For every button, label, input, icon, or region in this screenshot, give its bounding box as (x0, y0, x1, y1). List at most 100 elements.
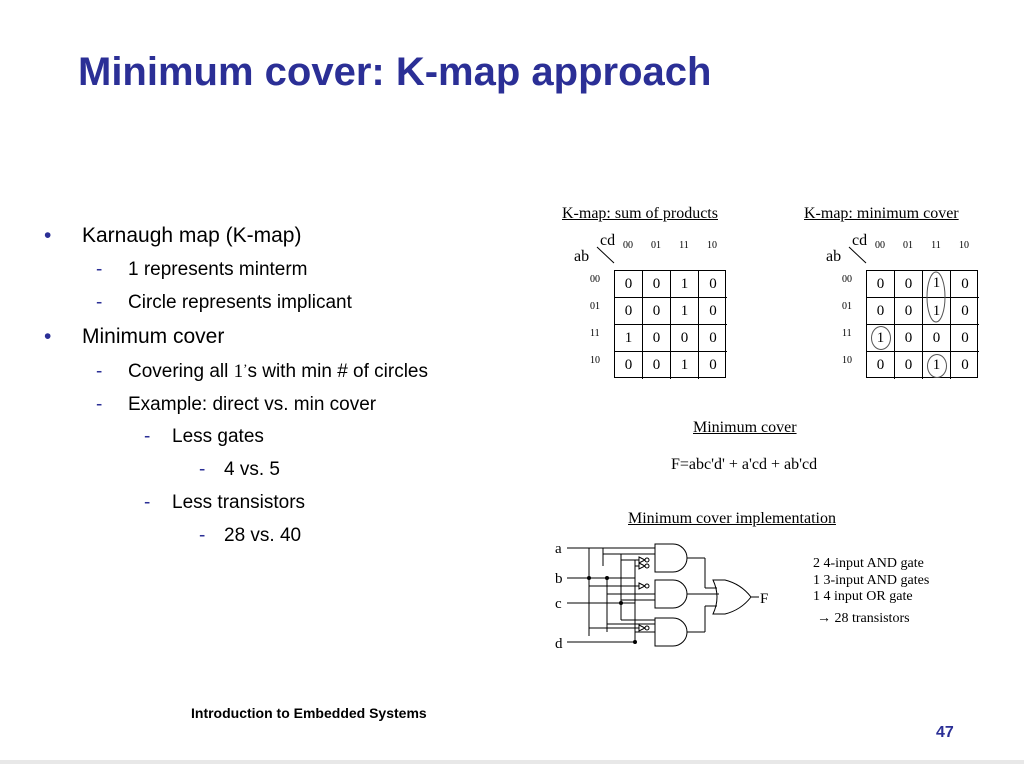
kmap-col-variable: cd (852, 232, 868, 249)
kmap-cell: 0 (699, 271, 727, 298)
kmap-cell: 0 (699, 325, 727, 352)
kmap-cell: 0 (951, 298, 979, 325)
kmap-cell: 0 (643, 325, 671, 352)
dash-marker: - (96, 292, 103, 313)
kmap-cell: 0 (961, 357, 969, 373)
kmap-row-header: 00 (842, 274, 852, 285)
slide-title: Minimum cover: K-map approach (78, 50, 712, 94)
implicant-oval (926, 271, 946, 323)
kmap-col-header: 11 (679, 240, 689, 251)
dash-marker: - (199, 525, 206, 546)
note-and3: 1 3-input AND gates (813, 572, 930, 588)
kmap-cell: 0 (643, 271, 671, 298)
kmap-row-header: 11 (842, 328, 852, 339)
kmap-col-header: 00 (623, 240, 633, 251)
kmap-col-header: 01 (903, 240, 913, 251)
note-transistors: → 28 transistors (817, 610, 910, 626)
kmap-col-header: 00 (875, 240, 885, 251)
bullet-text: Karnaugh map (K-map) (82, 224, 302, 247)
bullet-text: Minimum cover (82, 325, 225, 348)
kmap-cell: 0 (951, 325, 979, 352)
sub-bullet-text: Example: direct vs. min cover (128, 394, 377, 415)
dash-marker: - (144, 492, 151, 513)
kmap-row-header: 10 (842, 355, 852, 366)
kmap-cell: 0 (895, 298, 923, 325)
kmap-sum-of-products: cd ab 00 01 11 10 00 01 11 10 0 0 1 0 0 … (562, 228, 732, 380)
bullet-marker: • (44, 224, 52, 247)
inverter-bubbles (638, 556, 650, 632)
covering-prefix: Covering all (128, 361, 234, 382)
kmap-cell: 1 (671, 352, 699, 379)
kmap-cell: 0 (671, 325, 699, 352)
sub-bullet-text: Covering all 1’s with min # of circles (128, 361, 428, 383)
kmap-sop-caption: K-map: sum of products (562, 205, 718, 222)
kmap-col-header: 10 (707, 240, 717, 251)
kmap-row-header: 01 (842, 301, 852, 312)
level4-bullet-text: 28 vs. 40 (224, 525, 302, 546)
implementation-notes: 2 4-input AND gate 1 3-input AND gates 1… (813, 556, 929, 627)
kmap-cell: 0 (615, 352, 643, 379)
kmap-col-variable: cd (600, 232, 616, 249)
circuit-wires (567, 543, 759, 647)
kmap-cell: 0 (615, 298, 643, 325)
kmap-col-header: 01 (651, 240, 661, 251)
covering-suffix: s with min # of circles (247, 361, 428, 382)
implicant-circle: 1 (870, 326, 891, 350)
covering-one: 1 (233, 361, 244, 382)
page-number: 47 (936, 724, 954, 741)
kmap-cell-value: 1 (932, 275, 941, 291)
kmap-cell: 0 (923, 325, 951, 352)
kmap-cell-circled: 1 (867, 325, 895, 352)
bottom-rule (0, 760, 1024, 764)
kmap-cell: 0 (951, 271, 979, 298)
kmap-grid: 0 0 1 0 0 0 1 0 1 0 0 0 0 0 1 0 (866, 270, 979, 379)
kmap-cell: 0 (895, 271, 923, 298)
sub-sub-bullet-text: Less gates (172, 426, 264, 447)
kmap-cell: 1 (923, 298, 951, 325)
kmap-row-header: 01 (590, 301, 600, 312)
sub-bullet-text: 1 represents minterm (128, 259, 308, 280)
kmap-col-header: 11 (931, 240, 941, 251)
kmap-cell: 0 (867, 298, 895, 325)
bullet-marker: • (44, 325, 52, 348)
dash-marker: - (199, 459, 206, 480)
kmap-row-header: 00 (590, 274, 600, 285)
kmap-cell: 0 (895, 352, 923, 379)
kmap-row-variable: ab (826, 248, 842, 265)
kmap-cell: 1 (671, 298, 699, 325)
kmap-cell-circled: 1 (923, 352, 951, 379)
implicant-circle: 1 (926, 353, 947, 378)
kmap-divider-line (848, 246, 867, 264)
dash-marker: - (144, 426, 151, 447)
kmap-cell: 1 (923, 271, 951, 298)
kmap-cell: 0 (615, 271, 643, 298)
note-and4: 2 4-input AND gate (813, 556, 924, 571)
note-or4: 1 4 input OR gate (813, 589, 913, 604)
kmap-cell: 0 (867, 271, 895, 298)
kmap-col-header: 10 (959, 240, 969, 251)
dash-marker: - (96, 394, 103, 415)
kmap-row-header: 11 (590, 328, 600, 339)
covering-apostrophe: ’ (243, 361, 248, 376)
wire-junction-dots (587, 576, 637, 644)
dash-marker: - (96, 259, 103, 280)
implementation-heading: Minimum cover implementation (628, 510, 836, 527)
sub-sub-bullet-text: Less transistors (172, 492, 306, 513)
output-label-f: F (760, 591, 768, 607)
input-label-d: d (555, 636, 563, 652)
minimum-cover-heading: Minimum cover (693, 419, 797, 436)
kmap-divider-line (596, 246, 615, 264)
kmap-cell: 0 (643, 298, 671, 325)
logic-circuit: a b c d F (555, 541, 768, 652)
kmap-cell: 0 (895, 325, 923, 352)
kmap-cell: 0 (867, 352, 895, 379)
level4-bullet-text: 4 vs. 5 (224, 459, 280, 480)
kmap-row-variable: ab (574, 248, 590, 265)
kmap-cell: 0 (709, 357, 717, 373)
footer-text: Introduction to Embedded Systems (191, 705, 427, 721)
input-label-c: c (555, 596, 562, 612)
input-label-b: b (555, 571, 563, 587)
kmap-cell: 0 (699, 298, 727, 325)
kmap-cell: 1 (615, 325, 643, 352)
minimum-cover-formula: F=abc'd' + a'cd + ab'cd (671, 456, 818, 473)
